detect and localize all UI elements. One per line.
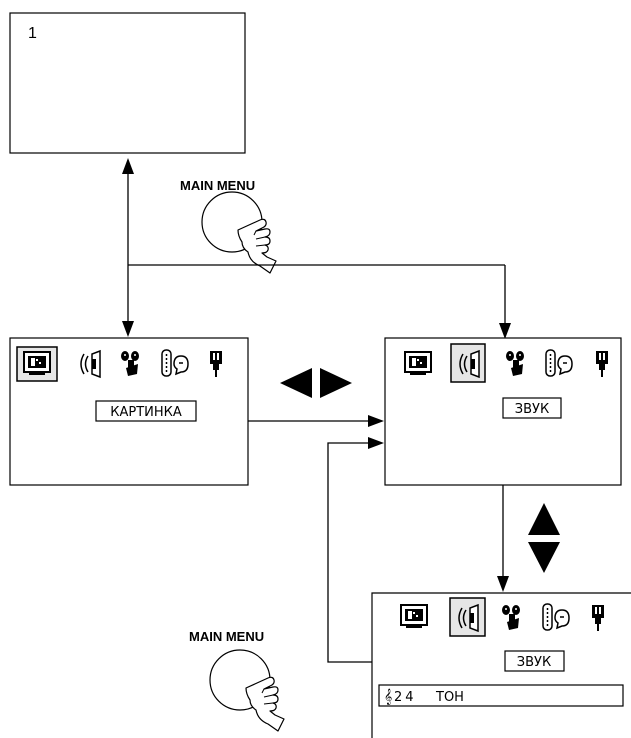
menu-title-box [504, 650, 565, 672]
menu-title-box [95, 400, 197, 422]
connectors-top [127, 170, 506, 325]
menu-title-box [502, 397, 562, 419]
selected-icon-frame [450, 343, 486, 383]
menu-title: ЗВУК [517, 655, 551, 670]
left-triangle-icon [280, 368, 312, 398]
connector-picture-to-sound [248, 415, 384, 427]
hand-press-icon [201, 191, 277, 274]
screen-number: 1 [28, 25, 37, 42]
arrow-up-to-screen1 [122, 158, 134, 174]
menu-title: ЗВУК [515, 402, 549, 417]
menu-title: КАРТИНКА [110, 405, 182, 420]
icon-row [16, 346, 222, 382]
main-menu-label-top: MAIN MENU [180, 178, 255, 193]
main-menu-button-top[interactable]: MAIN MENU [180, 178, 277, 274]
up-down-arrows-icon [528, 503, 560, 573]
picture-menu-screen: КАРТИНКА [9, 337, 249, 486]
picture-icon[interactable] [400, 604, 428, 629]
main-menu-button-bottom[interactable]: MAIN MENU [189, 629, 285, 732]
right-triangle-icon [320, 368, 352, 398]
tone-setting-bar[interactable]: 𝄞 24 ТОН [378, 684, 624, 707]
sound-submenu-screen: ЗВУК 𝄞 24 ТОН [371, 592, 631, 738]
arrowheads-top [122, 158, 511, 339]
install-icon[interactable] [542, 603, 570, 631]
power-icon[interactable] [592, 605, 604, 631]
up-triangle-icon [528, 503, 560, 535]
main-menu-label-bottom: MAIN MENU [189, 629, 264, 644]
treble-clef-icon: 𝄞 [384, 689, 392, 705]
arrow-down-to-picture-menu [122, 321, 134, 337]
initial-screen: 1 [9, 12, 246, 154]
selected-icon-frame [449, 597, 486, 637]
left-right-arrows-icon [280, 368, 352, 398]
icon-row [404, 343, 608, 383]
setting-name: ТОН [435, 690, 464, 705]
setting-value: 24 [394, 690, 417, 705]
picture-icon[interactable] [23, 351, 51, 376]
picture-icon[interactable] [404, 351, 432, 376]
connector-submenu-back-to-sound [327, 437, 384, 663]
connector-sound-to-submenu [497, 485, 509, 592]
icon-row [400, 597, 604, 637]
sound-menu-screen: ЗВУК [384, 337, 622, 486]
hand-press-icon [209, 649, 285, 732]
down-triangle-icon [528, 542, 560, 573]
arrow-down-to-sound-menu [499, 323, 511, 339]
features-icon[interactable] [502, 605, 520, 630]
